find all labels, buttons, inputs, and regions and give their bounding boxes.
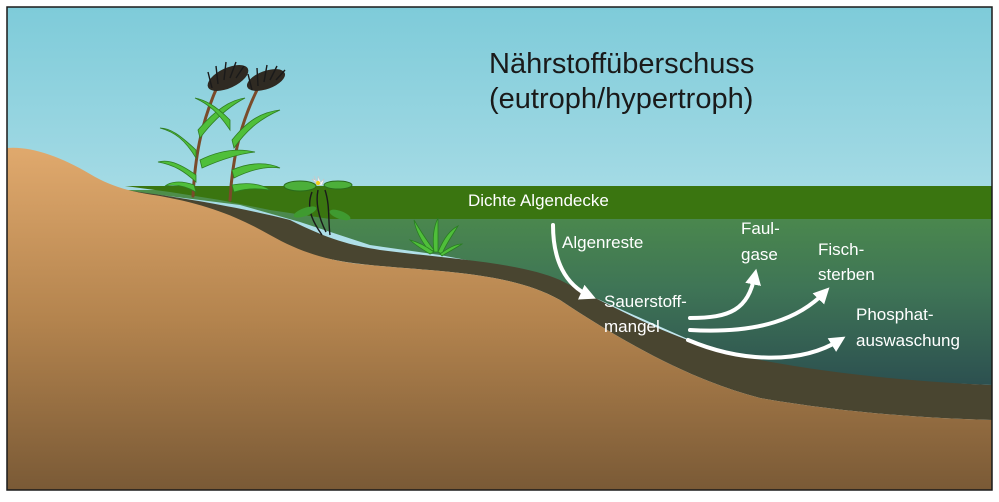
water-lily-icon [283, 175, 353, 236]
frame-border [6, 6, 993, 491]
label-phosphate-line-1: Phosphat- [856, 305, 934, 324]
label-phosphate-line-2: auswaschung [856, 331, 960, 350]
label-oxygen-line-1: Sauerstoff- [604, 292, 687, 311]
arrow-to-gases [688, 268, 761, 320]
label-fish-line-2: sterben [818, 265, 875, 284]
water-body [120, 190, 992, 385]
sediment-layer [125, 190, 992, 420]
title-line-1: Nährstoffüberschuss [489, 48, 754, 80]
label-fish-line-1: Fisch- [818, 240, 864, 259]
title-line-2: (eutroph/hypertroph) [489, 83, 753, 115]
label-gas-line-2: gase [741, 245, 778, 264]
arrow-to-phosphate [686, 336, 846, 360]
seagrass-icon [408, 217, 464, 257]
reed-icon [157, 61, 286, 202]
algae-cover [125, 186, 992, 219]
process-arrows [551, 223, 846, 360]
arrow-algae-to-oxygen [551, 223, 596, 300]
soil [7, 147, 992, 491]
label-oxygen-line-2: mangel [604, 317, 660, 336]
label-algae-cover: Dichte Algendecke [468, 191, 609, 210]
label-algae-remains: Algenreste [562, 233, 643, 252]
label-gas-line-1: Faul- [741, 219, 780, 238]
arrow-to-fish-death [688, 287, 830, 333]
